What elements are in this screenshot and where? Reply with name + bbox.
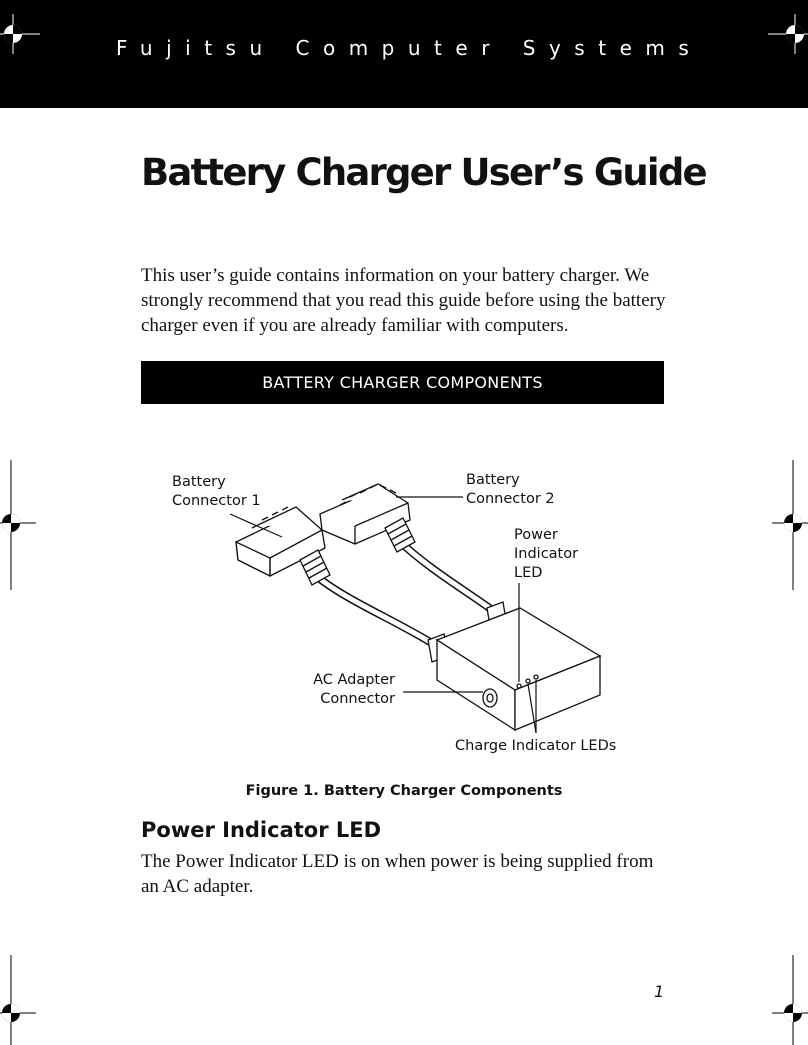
registration-mark-bottom-left-icon — [0, 955, 36, 1045]
section-heading-bar: BATTERY CHARGER COMPONENTS — [141, 361, 664, 404]
label-line: LED — [514, 565, 543, 581]
registration-mark-top-right-icon — [768, 14, 808, 54]
label-battery-connector-1: Battery Connector 1 — [172, 473, 261, 511]
intro-paragraph: This user’s guide contains information o… — [141, 265, 666, 336]
figure-caption: Figure 1. Battery Charger Components — [245, 783, 563, 799]
label-ac-adapter-connector: AC Adapter Connector — [280, 671, 395, 709]
battery-charger-illustration — [229, 483, 602, 734]
page-number: 1 — [654, 982, 665, 1001]
label-line: Power — [514, 527, 558, 543]
company-name: Fujitsu Computer Systems — [116, 36, 703, 60]
label-line: Battery — [172, 474, 226, 490]
label-line: Connector 2 — [466, 491, 555, 507]
registration-mark-bottom-right-icon — [772, 955, 808, 1045]
label-power-indicator-led: Power Indicator LED — [514, 526, 578, 583]
header-band: Fujitsu Computer Systems — [0, 0, 808, 108]
document-title: Battery Charger User’s Guide — [141, 151, 708, 194]
label-line: Indicator — [514, 546, 579, 562]
registration-mark-right-icon — [772, 460, 808, 590]
label-battery-connector-2: Battery Connector 2 — [466, 471, 555, 509]
registration-mark-left-icon — [0, 460, 36, 590]
power-led-paragraph: The Power Indicator LED is on when power… — [141, 851, 654, 897]
label-line: Connector 1 — [172, 493, 261, 509]
label-line: Battery — [466, 472, 520, 488]
label-charge-indicator-leds: Charge Indicator LEDs — [455, 738, 617, 754]
registration-mark-top-left-icon — [0, 14, 40, 54]
label-line: AC Adapter — [313, 672, 395, 688]
label-line: Connector — [320, 691, 395, 707]
power-led-heading: Power Indicator LED — [141, 818, 382, 842]
